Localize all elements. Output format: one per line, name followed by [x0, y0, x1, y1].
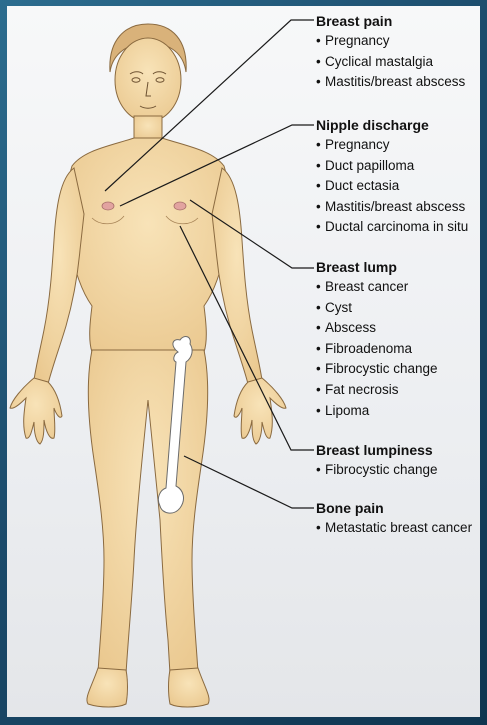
breast-lump-group: Breast lump •Breast cancer •Cyst •Absces… — [316, 258, 438, 421]
breast-lumpiness-group: Breast lumpiness •Fibrocystic change — [316, 441, 438, 481]
list-item: •Abscess — [316, 318, 438, 339]
list-item: •Mastitis/breast abscess — [316, 72, 465, 93]
list-item: •Pregnancy — [316, 135, 468, 156]
list-item: •Pregnancy — [316, 31, 465, 52]
breast-pain-group: Breast pain •Pregnancy •Cyclical mastalg… — [316, 12, 465, 93]
list-item: •Fibrocystic change — [316, 359, 438, 380]
list-item: •Fat necrosis — [316, 380, 438, 401]
list-item: •Metastatic breast cancer — [316, 518, 472, 539]
group-title: Bone pain — [316, 499, 472, 518]
bone-pain-group: Bone pain •Metastatic breast cancer — [316, 499, 472, 539]
nipple-discharge-group: Nipple discharge •Pregnancy •Duct papill… — [316, 116, 468, 238]
list-item: •Mastitis/breast abscess — [316, 197, 468, 218]
group-title: Breast lumpiness — [316, 441, 438, 460]
list-item: •Ductal carcinoma in situ — [316, 217, 468, 238]
group-title: Nipple discharge — [316, 116, 468, 135]
group-title: Breast lump — [316, 258, 438, 277]
list-item: •Lipoma — [316, 401, 438, 422]
list-item: •Fibroadenoma — [316, 339, 438, 360]
list-item: •Cyst — [316, 298, 438, 319]
list-item: •Fibrocystic change — [316, 460, 438, 481]
group-title: Breast pain — [316, 12, 465, 31]
list-item: •Duct ectasia — [316, 176, 468, 197]
list-item: •Cyclical mastalgia — [316, 52, 465, 73]
list-item: •Breast cancer — [316, 277, 438, 298]
list-item: •Duct papilloma — [316, 156, 468, 177]
female-body-icon — [10, 24, 286, 707]
